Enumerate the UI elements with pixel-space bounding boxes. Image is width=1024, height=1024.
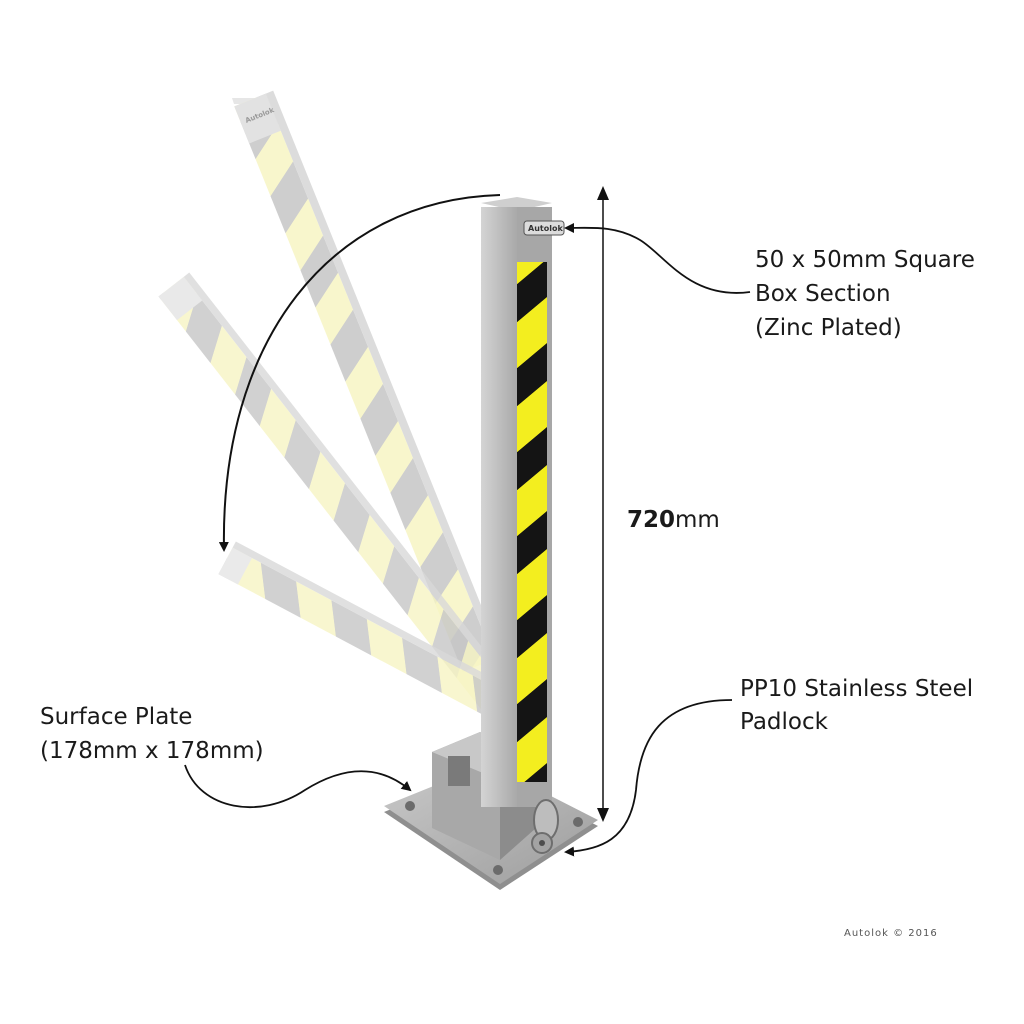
padlock-label: PP10 Stainless Steel Padlock (740, 673, 973, 739)
padlock-leader (564, 699, 733, 857)
surface-plate-label-line-1: Surface Plate (40, 704, 193, 730)
box-section-label-line-3: (Zinc Plated) (755, 315, 902, 341)
box-section-label-line-1: 50 x 50mm Square (755, 247, 975, 273)
rotation-arc-arrow (218, 194, 501, 552)
ghost-post-upright: Autolok (232, 90, 502, 672)
main-post: Autolok (481, 197, 565, 807)
box-section-label-line-2: Box Section (755, 281, 891, 307)
surface-plate-label-line-2: (178mm x 178mm) (40, 738, 264, 764)
height-label: 720mm (627, 505, 720, 535)
padlock-label-line-1: PP10 Stainless Steel (740, 676, 974, 702)
height-dimension-arrow (597, 186, 609, 822)
height-value: 720 (627, 507, 676, 533)
height-unit: mm (675, 507, 720, 533)
box-section-leader (564, 222, 751, 294)
post-brand-text: Autolok (528, 224, 563, 233)
surface-plate-label: Surface Plate (178mm x 178mm) (40, 700, 264, 768)
box-section-label: 50 x 50mm Square Box Section (Zinc Plate… (755, 243, 975, 345)
ghost-post-lowered (218, 541, 501, 715)
surface-plate-leader (184, 764, 412, 809)
copyright-notice: Autolok © 2016 (844, 928, 938, 939)
padlock-icon (531, 799, 559, 854)
padlock-label-line-2: Padlock (740, 709, 828, 735)
